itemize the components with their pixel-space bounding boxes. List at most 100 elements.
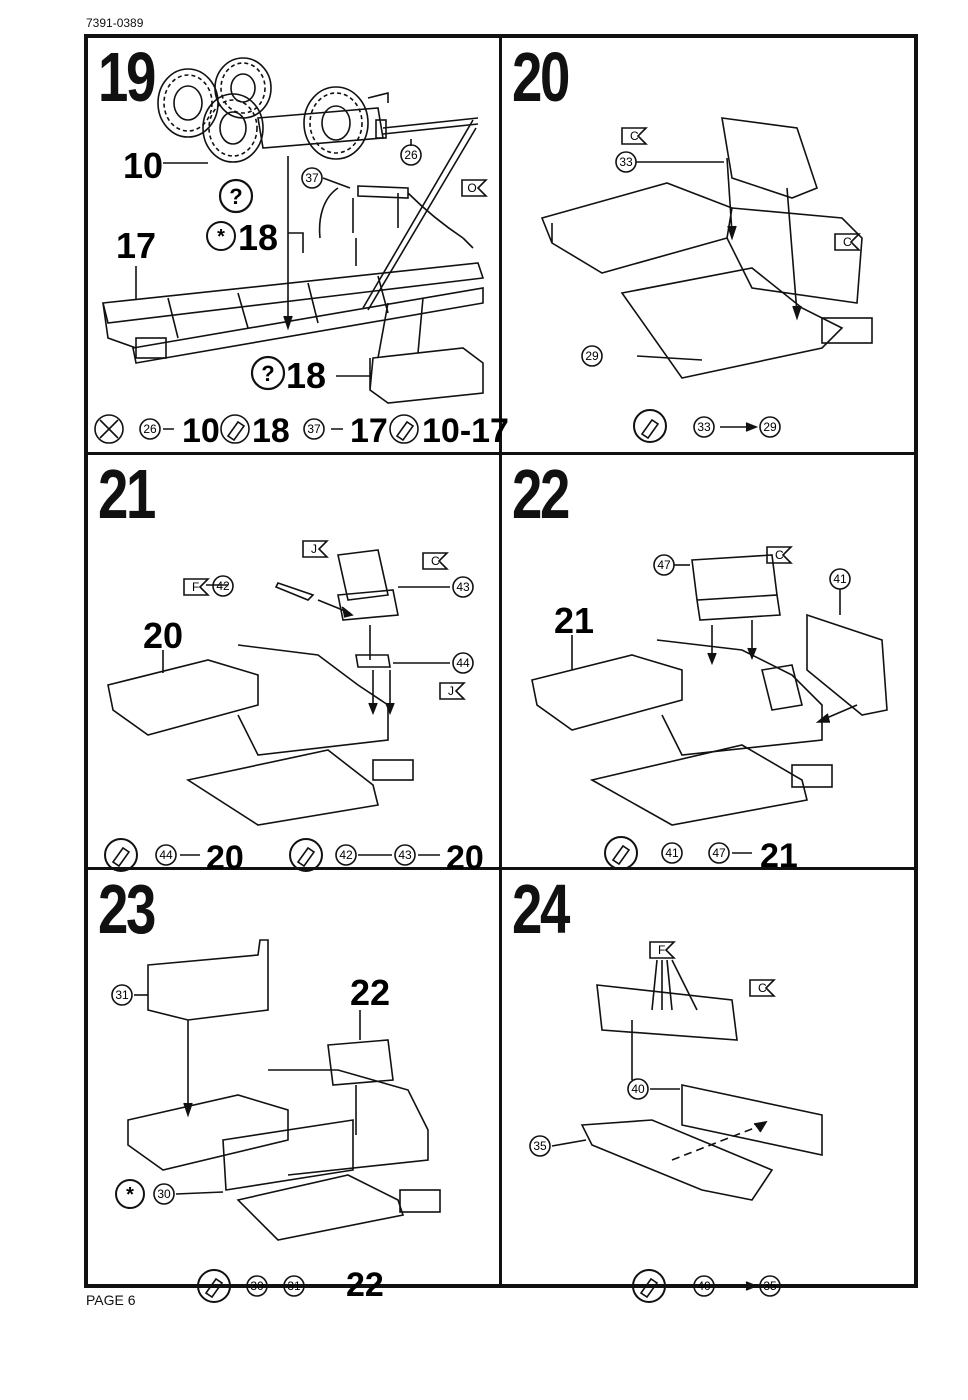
arrow-head bbox=[815, 713, 830, 723]
callout-42: 42 bbox=[216, 579, 230, 593]
callout-33: 33 bbox=[619, 155, 633, 169]
callout-30: 30 bbox=[157, 1187, 171, 1201]
part-29-floor bbox=[620, 267, 844, 379]
part-label-20: 20 bbox=[143, 615, 183, 656]
leader-35 bbox=[551, 1139, 587, 1147]
callout-circle bbox=[693, 1275, 715, 1297]
cab-floor bbox=[107, 659, 259, 736]
glue-icon bbox=[289, 838, 323, 872]
paint-flag bbox=[649, 941, 676, 959]
assembly-line bbox=[671, 1124, 763, 1161]
target-part: 10 bbox=[182, 412, 220, 450]
callout-circle bbox=[301, 167, 323, 189]
part-label-10: 10 bbox=[123, 145, 163, 186]
callout-circle bbox=[529, 1135, 551, 1157]
tube-shape bbox=[226, 420, 246, 442]
callout-circle bbox=[155, 844, 177, 866]
step-number: 19 bbox=[98, 38, 156, 116]
callout: 33 bbox=[697, 420, 711, 434]
wheel bbox=[303, 86, 369, 160]
arrow-head bbox=[183, 1102, 193, 1118]
part-41-panel bbox=[806, 613, 888, 716]
frame-end bbox=[135, 337, 167, 359]
glue-icon bbox=[104, 838, 138, 872]
paint-flag bbox=[422, 552, 449, 570]
step-20-illustration: C C 33 29 33 29 bbox=[540, 117, 873, 443]
step-23-panel: 23 bbox=[88, 870, 499, 1304]
step-19-illustration: ? ? * 10 17 18 18 26 37 O 26 10 18 37 17… bbox=[94, 57, 509, 450]
leader-18 bbox=[288, 232, 304, 253]
callout: 42 bbox=[339, 848, 353, 862]
part-47-seat bbox=[691, 554, 781, 621]
tube-shape bbox=[395, 420, 415, 442]
callout: 41 bbox=[665, 846, 679, 860]
leader-30 bbox=[175, 1191, 224, 1195]
arrow-head bbox=[727, 225, 737, 241]
paint-flag bbox=[749, 979, 776, 997]
wheel bbox=[157, 68, 219, 138]
callout-47: 47 bbox=[657, 558, 671, 572]
glue-icon bbox=[197, 1269, 231, 1303]
arrow-head bbox=[707, 647, 757, 666]
callout-circle bbox=[829, 568, 851, 590]
paint-code: C bbox=[843, 235, 852, 249]
callout-circle bbox=[394, 844, 416, 866]
step-22-illustration: 21 C 47 41 41 47 21 bbox=[531, 546, 888, 875]
step-21-panel: 21 bbox=[88, 455, 499, 877]
cab-floor-lower bbox=[185, 749, 379, 826]
arrow bbox=[786, 187, 798, 314]
paint-code: C bbox=[758, 981, 767, 995]
part-label-18: 18 bbox=[286, 355, 326, 396]
callout-circle bbox=[661, 842, 683, 864]
part-44 bbox=[355, 654, 391, 668]
arrow-head bbox=[745, 1281, 759, 1291]
part-label-22: 22 bbox=[350, 972, 390, 1013]
callout-circle bbox=[303, 418, 325, 440]
glue-icon bbox=[633, 409, 667, 443]
target-part: 10-17 bbox=[422, 412, 509, 450]
callout-circle bbox=[759, 416, 781, 438]
callout-41: 41 bbox=[833, 572, 847, 586]
part-label-21: 21 bbox=[554, 600, 594, 641]
part-33-panel bbox=[721, 117, 818, 199]
callout-circle bbox=[653, 554, 675, 576]
instruction-grid: 19 bbox=[84, 34, 918, 1304]
leader-37 bbox=[322, 177, 351, 189]
step-number: 20 bbox=[512, 38, 570, 116]
divider-vertical bbox=[499, 38, 502, 1284]
paint-flag bbox=[834, 233, 861, 251]
step-number: 24 bbox=[512, 870, 570, 948]
part-40-panel bbox=[681, 1084, 823, 1156]
callout-circle bbox=[283, 1275, 305, 1297]
paint-code: C bbox=[630, 129, 639, 143]
cab-floor-lower bbox=[589, 744, 808, 826]
guide-line bbox=[362, 119, 477, 311]
part-43-seat bbox=[337, 549, 399, 621]
step-plate bbox=[821, 317, 873, 344]
callout-circle bbox=[627, 1078, 649, 1100]
callout-37: 37 bbox=[305, 171, 319, 185]
paint-code: J bbox=[448, 684, 454, 698]
callout-circle bbox=[400, 144, 422, 166]
tube-shape bbox=[204, 1277, 224, 1299]
callout: 43 bbox=[398, 848, 412, 862]
part-35 bbox=[580, 1119, 774, 1201]
callout: 31 bbox=[287, 1279, 301, 1293]
callout-29: 29 bbox=[585, 349, 599, 363]
callout-40: 40 bbox=[631, 1082, 645, 1096]
axle-assembly bbox=[257, 107, 384, 149]
cross-out bbox=[99, 419, 119, 439]
callout-circle bbox=[452, 576, 474, 598]
divider-row-1 bbox=[88, 452, 914, 455]
callout: 35 bbox=[763, 1279, 777, 1293]
step-plate bbox=[372, 759, 414, 781]
arrow-head bbox=[792, 305, 802, 321]
callout-circle bbox=[111, 984, 133, 1006]
paint-code: J bbox=[311, 542, 317, 556]
arrow bbox=[462, 237, 474, 249]
step-19-panel: 19 bbox=[88, 38, 509, 452]
divider-row-2 bbox=[88, 867, 914, 870]
arrow bbox=[711, 620, 753, 660]
no-glue-icon bbox=[94, 414, 124, 444]
target-part: 20 bbox=[446, 839, 484, 877]
